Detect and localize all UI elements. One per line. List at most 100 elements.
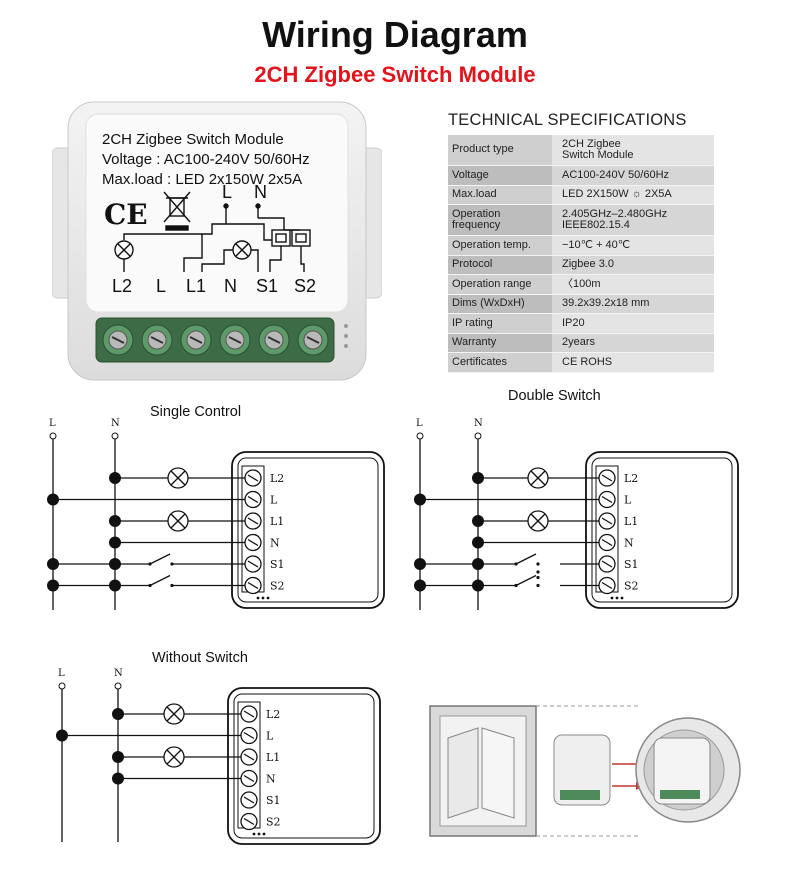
weee-bin-icon (163, 191, 191, 231)
spec-key: Operation range (448, 274, 552, 295)
led-dot (620, 596, 624, 600)
line-label-n: N (474, 418, 483, 429)
spec-key: Operation temp. (448, 235, 552, 256)
double-switch-title: Double Switch (508, 388, 601, 404)
switch-blade (515, 553, 537, 565)
led-dot (256, 596, 260, 600)
lamp-cross (166, 706, 182, 722)
spec-key: Operation frequency (448, 204, 552, 236)
spec-value: 2CH Zigbee Switch Module (552, 135, 714, 166)
line-label-l: L (416, 418, 423, 429)
line-terminal (49, 432, 57, 440)
screw-slot (247, 474, 259, 482)
spec-value: 〈100m (552, 274, 714, 295)
module-bottom-label-l1: L1 (186, 276, 206, 296)
terminal-label: S2 (266, 816, 281, 829)
single-control-title: Single Control (150, 404, 242, 420)
led-dot (610, 596, 614, 600)
lamp-cross (530, 513, 546, 529)
module-installed (653, 737, 711, 805)
lamp-cross (170, 513, 186, 529)
neutral-terminal (111, 432, 119, 440)
lamp-cross (170, 470, 186, 486)
module-label-line2: Voltage : AC100-240V 50/60Hz (102, 151, 310, 168)
switch-contact (536, 570, 540, 574)
spec-key: Max.load (448, 185, 552, 205)
spec-value: CE ROHS (552, 352, 714, 373)
switch-rocker-right (481, 727, 515, 819)
screw-slot (601, 538, 613, 547)
neutral-terminal (474, 432, 482, 440)
module-top-label-n: N (254, 182, 267, 202)
line-label-l: L (58, 668, 65, 679)
screw-slot (247, 495, 259, 504)
spec-value: AC100-240V 50/60Hz (552, 165, 714, 186)
spec-key: IP rating (448, 313, 552, 334)
line-terminal (416, 432, 424, 440)
spec-key: Voltage (448, 165, 552, 186)
module-schematic (114, 203, 311, 272)
terminal-label: N (270, 537, 280, 550)
module-bottom-label-l: L (156, 276, 166, 296)
module-label-line1: 2CH Zigbee Switch Module (102, 131, 284, 148)
module-photo: 2CH Zigbee Switch Module Voltage : AC100… (52, 101, 382, 381)
spec-key: Certificates (448, 352, 552, 373)
module-small (553, 734, 611, 806)
terminal-label: S1 (270, 558, 285, 571)
screw-slot (601, 581, 613, 590)
spec-value: 2.405GHz–2.480GHz IEEE802.15.4 (552, 204, 714, 236)
module-bottom-label-s1: S1 (256, 276, 278, 296)
terminal-label: L2 (624, 472, 638, 485)
page-title: Wiring Diagram (262, 14, 528, 55)
module-bottom-label-s2: S2 (294, 276, 316, 296)
lamp-cross (166, 749, 182, 765)
switch-blade (149, 574, 171, 587)
terminal-label: L (266, 730, 274, 743)
switch-blade (149, 553, 171, 565)
screw-slot (243, 796, 255, 804)
line-label-n: N (114, 668, 123, 679)
spec-key: Product type (448, 135, 552, 166)
spec-value: −10℃ + 40℃ (552, 235, 714, 256)
lamp-cross (530, 470, 546, 486)
switch-contact (536, 575, 540, 580)
led-dot (261, 596, 265, 600)
switch-contact (536, 583, 540, 588)
ce-mark: CE (104, 198, 148, 231)
terminal-screws (102, 324, 329, 356)
spec-value: IP20 (552, 313, 714, 334)
switch-contact (536, 562, 540, 566)
page-subtitle: 2CH Zigbee Switch Module (254, 62, 536, 87)
spec-value: Zigbee 3.0 (552, 255, 714, 275)
screw-slot (247, 517, 259, 525)
module-inner-outline (237, 457, 379, 603)
spec-value: LED 2X150W ☼ 2X5A (552, 185, 714, 205)
terminal-label: L1 (624, 515, 638, 528)
led-dot (257, 832, 261, 836)
terminal-label: L1 (270, 515, 284, 528)
screw-slot (243, 774, 255, 783)
spec-row: Operation range〈100m (448, 274, 714, 295)
terminal-label: S1 (624, 558, 639, 571)
spec-key: Dims (WxDxH) (448, 294, 552, 314)
terminal-label: L (624, 494, 632, 507)
led-dot (262, 832, 266, 836)
spec-value: 39.2x39.2x18 mm (552, 294, 714, 314)
switch-blade (515, 574, 537, 587)
module-inner-outline (233, 693, 375, 839)
led-dot (266, 596, 270, 600)
neutral-terminal (114, 682, 122, 690)
screw-slot (247, 560, 259, 568)
spec-key: Protocol (448, 255, 552, 275)
screw-slot (243, 753, 255, 761)
screw-slot (247, 581, 259, 590)
line-label-l: L (49, 418, 56, 429)
line-label-n: N (111, 418, 120, 429)
